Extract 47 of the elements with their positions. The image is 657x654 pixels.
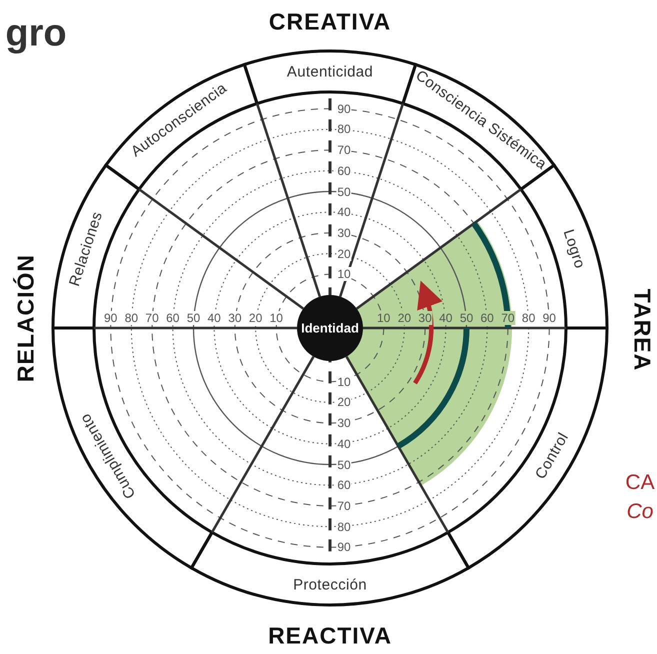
scale-number: 40 bbox=[206, 311, 222, 325]
scale-number: 60 bbox=[165, 311, 180, 325]
scale-number: 10 bbox=[376, 311, 392, 325]
scale-number: 40 bbox=[336, 436, 352, 451]
segment-label: Autenticidad bbox=[286, 63, 374, 80]
scale-number: 80 bbox=[336, 122, 352, 136]
scale-number: 50 bbox=[336, 458, 352, 472]
scale-number: 90 bbox=[336, 102, 352, 116]
scale-number: 90 bbox=[336, 540, 352, 554]
side-note: CA bbox=[625, 471, 655, 495]
center-label: Identidad bbox=[301, 320, 359, 336]
scale-number: 80 bbox=[520, 311, 536, 325]
scale-number: 60 bbox=[480, 311, 495, 325]
scale-number: 10 bbox=[268, 311, 284, 325]
scale-number: 30 bbox=[227, 311, 243, 325]
side-note: Co bbox=[626, 500, 654, 524]
scale-number: 20 bbox=[336, 395, 352, 410]
scale-number: 80 bbox=[124, 311, 140, 325]
scale-number: 70 bbox=[144, 311, 160, 325]
scale-number: 60 bbox=[336, 478, 352, 492]
scale-number: 20 bbox=[396, 311, 412, 325]
quadrant-label: RELACIÓN bbox=[12, 254, 40, 382]
scale-number: 60 bbox=[336, 164, 352, 178]
scale-number: 30 bbox=[336, 226, 352, 240]
scale-number: 40 bbox=[438, 311, 454, 325]
scale-number: 10 bbox=[336, 374, 352, 389]
scale-number: 30 bbox=[336, 416, 352, 430]
quadrant-label: REACTIVA bbox=[268, 622, 392, 650]
quadrant-label: CREATIVA bbox=[268, 8, 392, 36]
scale-number: 20 bbox=[248, 311, 264, 325]
segment-label: Logro bbox=[560, 227, 588, 270]
scale-number: 30 bbox=[417, 311, 433, 325]
title-fragment: gro bbox=[5, 12, 67, 56]
scale-number: 70 bbox=[336, 498, 352, 513]
scale-number: 50 bbox=[458, 311, 474, 325]
segment-label: Protección bbox=[293, 576, 367, 593]
scale-number: 20 bbox=[336, 246, 352, 261]
scale-number: 80 bbox=[336, 520, 352, 534]
scale-number: 50 bbox=[336, 184, 352, 198]
scale-number: 10 bbox=[336, 267, 352, 282]
scale-number: 70 bbox=[500, 311, 516, 325]
scale-number: 70 bbox=[336, 143, 352, 158]
scale-number: 50 bbox=[186, 311, 202, 325]
scale-number: 40 bbox=[336, 205, 352, 220]
scale-number: 90 bbox=[103, 311, 118, 325]
quadrant-label: TAREA bbox=[628, 288, 656, 372]
scale-number: 90 bbox=[542, 311, 557, 325]
